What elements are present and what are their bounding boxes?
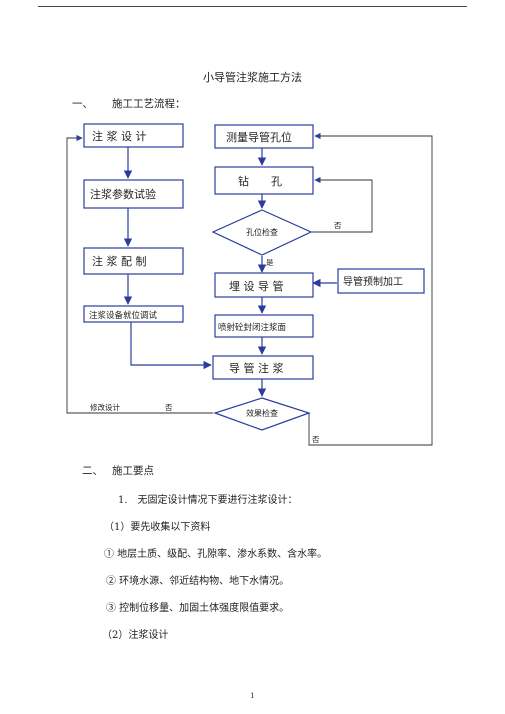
modify-design-loop-line [66, 134, 213, 414]
box-equipment-setup-label: 注浆设备就位调试 [89, 310, 158, 321]
hole-recheck-loop-line [309, 176, 373, 233]
label-no-modify: 否 [165, 403, 173, 412]
box-grout-mix: 注 浆 配 制 [83, 247, 184, 275]
content-sub-2: （2）注浆设计 [102, 630, 169, 641]
arrow-equip-to-grout [130, 320, 212, 370]
diamond-hole-check-label: 孔位检查 [246, 227, 278, 237]
reject-to-measure-loop-line [308, 132, 433, 446]
page-number: 1 [250, 692, 255, 700]
box-param-test-label: 注浆参数试验 [90, 187, 156, 201]
box-measure-hole-label: 测量导管孔位 [226, 130, 292, 144]
label-modify-design: 修改设计 [90, 402, 120, 412]
section-1-title: 施工工艺流程： [112, 98, 186, 110]
box-pipe-grouting-label: 导 管 注 浆 [229, 361, 284, 375]
section-1-number: 一、 [72, 98, 93, 110]
box-shotcrete-seal-label: 喷射砼封闭注浆面 [218, 322, 287, 333]
box-equipment-setup: 注浆设备就位调试 [83, 305, 184, 323]
box-lay-pipe: 埋 设 导 管 [214, 272, 314, 298]
content-sub-1: （1）要先收集以下资料 [104, 522, 211, 533]
box-pipe-grouting: 导 管 注 浆 [212, 355, 314, 380]
content-point-2: ② 环境水源、邻近结构物、地下水情况。 [106, 576, 290, 587]
label-no-effect: 否 [312, 435, 320, 444]
diamond-effect-check-label: 效果检查 [246, 408, 278, 418]
label-yes: 是 [266, 258, 274, 267]
content-point-3: ③ 控制位移量、加固土体强度限值要求。 [106, 603, 290, 614]
box-lay-pipe-label: 埋 设 导 管 [229, 279, 284, 293]
label-no-hole-check: 否 [334, 221, 342, 230]
content-point-1: ① 地层土质、级配、孔隙率、渗水系数、含水率。 [104, 549, 328, 560]
box-drill: 钻 孔 [214, 166, 314, 195]
box-grout-mix-label: 注 浆 配 制 [92, 254, 147, 268]
header-rule [38, 6, 467, 7]
box-pipe-prefab: 导管预制加工 [337, 268, 425, 294]
box-measure-hole: 测量导管孔位 [214, 124, 314, 149]
box-grout-design: 注 浆 设 计 [83, 123, 184, 148]
box-drill-label: 钻 孔 [238, 174, 282, 188]
box-pipe-prefab-label: 导管预制加工 [343, 275, 403, 288]
diamond-effect-check: 效果检查 [213, 397, 311, 431]
diamond-hole-check: 孔位检查 [211, 209, 313, 256]
box-grout-design-label: 注 浆 设 计 [92, 129, 147, 143]
content-item-1: 1. 无固定设计情况下要进行注浆设计： [118, 495, 298, 506]
section-2-number: 二、 [82, 465, 103, 477]
section-2-title: 施工要点 [112, 465, 154, 477]
box-param-test: 注浆参数试验 [83, 179, 184, 209]
page-title: 小导管注浆施工方法 [203, 71, 302, 84]
box-shotcrete-seal: 喷射砼封闭注浆面 [214, 314, 314, 338]
